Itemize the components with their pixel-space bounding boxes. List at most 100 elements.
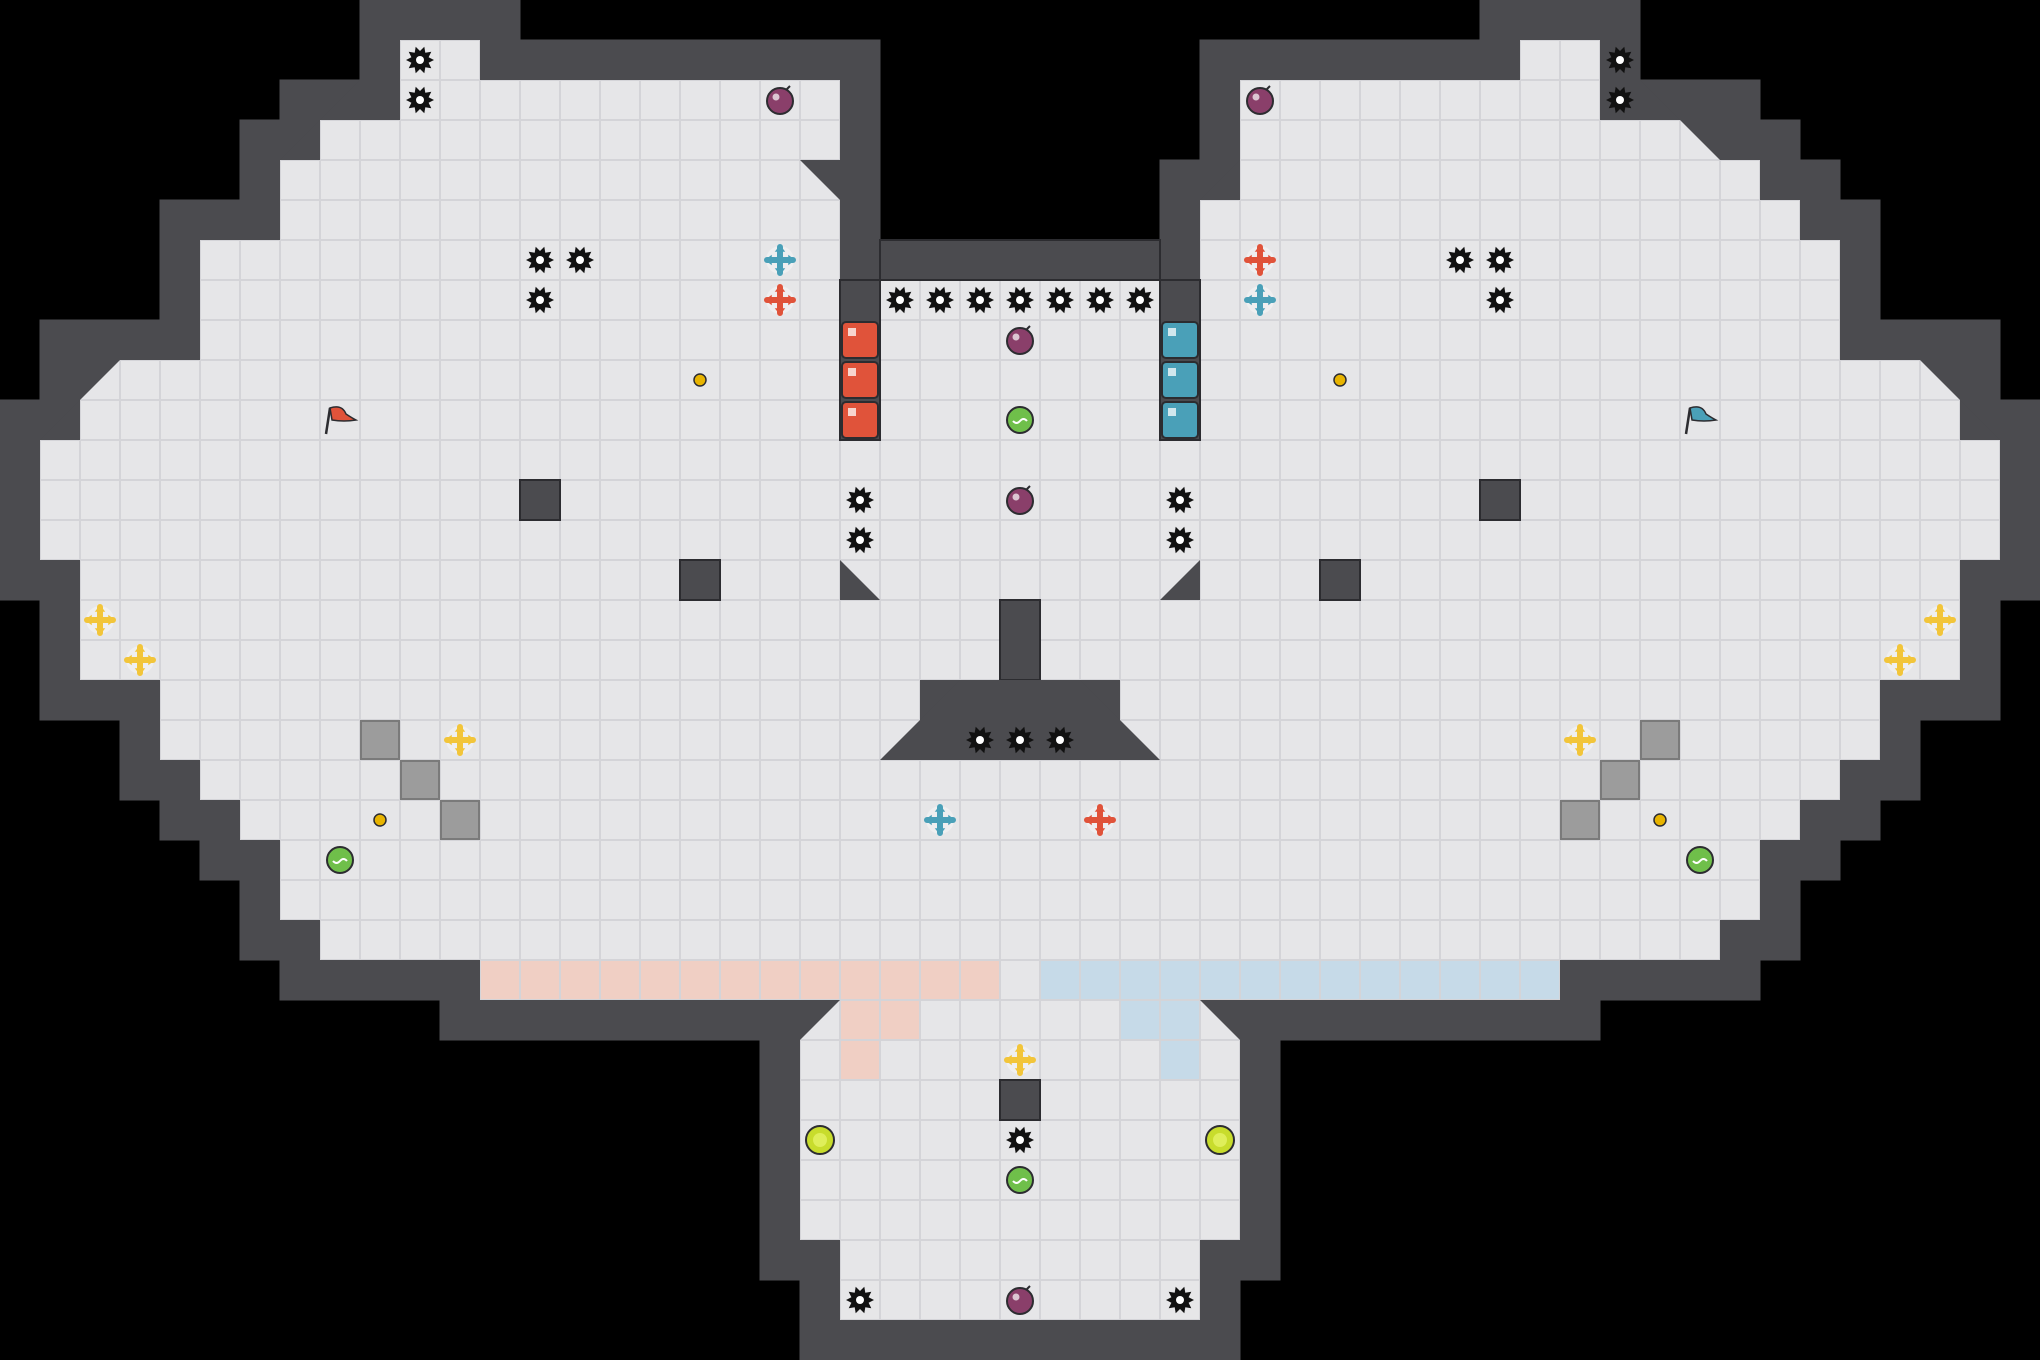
bomb-icon[interactable] xyxy=(1006,1285,1034,1315)
blue-boost-icon-arrow xyxy=(934,805,946,812)
grid-cell xyxy=(1760,760,1800,800)
grid-cell xyxy=(1360,360,1400,400)
blue-boost-icon-arrow xyxy=(934,828,946,835)
wall-tile xyxy=(1959,599,2001,641)
blue-boost-icon[interactable] xyxy=(1244,284,1276,316)
grid-cell xyxy=(1760,240,1800,280)
grid-cell xyxy=(1120,1280,1160,1320)
wall-tile xyxy=(239,839,281,881)
floor-tile xyxy=(1440,280,1480,320)
boost-icon[interactable] xyxy=(1884,644,1916,676)
grid-cell xyxy=(1200,960,1240,1000)
powerup-icon[interactable] xyxy=(1006,406,1034,434)
grid-cell xyxy=(1600,720,1640,760)
grid-cell xyxy=(800,720,840,760)
grid-cell xyxy=(760,120,800,160)
floor-tile xyxy=(1280,920,1320,960)
floor-tile xyxy=(1560,80,1600,120)
portal-icon[interactable] xyxy=(1205,1125,1235,1155)
grid-cell xyxy=(1680,160,1720,200)
grid-cell xyxy=(1520,40,1560,80)
grid-cell xyxy=(1120,640,1160,680)
floor-tile xyxy=(1640,640,1680,680)
grid-cell xyxy=(1200,1200,1240,1240)
powerup-icon[interactable] xyxy=(1686,846,1714,874)
bomb-icon[interactable] xyxy=(1006,485,1034,515)
floor-tile xyxy=(1640,400,1680,440)
floor-tile xyxy=(1560,200,1600,240)
grid-cell xyxy=(160,400,200,440)
floor-tile xyxy=(280,720,320,760)
blue-boost-icon[interactable] xyxy=(764,244,796,276)
wall-tile xyxy=(159,279,201,321)
floor-tile xyxy=(1640,200,1680,240)
floor-tile xyxy=(560,320,600,360)
floor-tile xyxy=(1320,720,1360,760)
floor-tile xyxy=(1120,480,1160,520)
button-icon[interactable] xyxy=(373,813,387,827)
blue-boost-icon[interactable] xyxy=(924,804,956,836)
floor-tile xyxy=(800,720,840,760)
grid-cell xyxy=(1800,600,1840,640)
floor-tile xyxy=(1360,720,1400,760)
grid-cell xyxy=(520,680,560,720)
boost-icon[interactable] xyxy=(444,724,476,756)
floor-tile xyxy=(1480,120,1520,160)
boost-icon[interactable] xyxy=(124,644,156,676)
bomb-icon[interactable] xyxy=(766,85,794,115)
bomb-icon[interactable] xyxy=(1246,85,1274,115)
floor-tile xyxy=(960,840,1000,880)
floor-tile xyxy=(200,600,240,640)
floor-layer xyxy=(40,40,2000,1320)
floor-tile xyxy=(1320,480,1360,520)
boost-icon[interactable] xyxy=(84,604,116,636)
floor-tile xyxy=(1440,760,1480,800)
portal-icon[interactable] xyxy=(805,1125,835,1155)
red-boost-icon[interactable] xyxy=(1084,804,1116,836)
floor-tile xyxy=(760,800,800,840)
grid-cell xyxy=(880,1280,920,1320)
floor-tile xyxy=(1760,400,1800,440)
boost-icon[interactable] xyxy=(1924,604,1956,636)
boost-icon-arrow xyxy=(1948,614,1955,626)
boost-icon[interactable] xyxy=(1564,724,1596,756)
red-flag-icon[interactable] xyxy=(324,406,359,435)
grid-cell xyxy=(1040,1280,1080,1320)
button-icon[interactable] xyxy=(693,373,707,387)
grid-cell xyxy=(1040,400,1080,440)
grid-cell xyxy=(840,1040,880,1080)
bomb-icon[interactable] xyxy=(1006,325,1034,355)
powerup-icon[interactable] xyxy=(1006,1166,1034,1194)
floor-tile xyxy=(1280,720,1320,760)
bomb-body xyxy=(1006,1287,1034,1315)
floor-tile xyxy=(1280,760,1320,800)
red-boost-icon[interactable] xyxy=(1244,244,1276,276)
floor-tile xyxy=(1680,880,1720,920)
wall-tile xyxy=(1879,679,1921,721)
grid-cell xyxy=(600,880,640,920)
floor-tile xyxy=(560,920,600,960)
floor-tile xyxy=(1280,600,1320,640)
grid-cell xyxy=(280,400,320,440)
grid-cell xyxy=(1720,880,1760,920)
spike-icon xyxy=(1166,526,1194,554)
spike-center xyxy=(536,296,544,304)
blue-flag-icon[interactable] xyxy=(1684,406,1719,435)
grid-cell xyxy=(1640,880,1680,920)
floor-tile xyxy=(1560,920,1600,960)
floor-tile xyxy=(1840,680,1880,720)
grid-cell xyxy=(280,880,320,920)
button-icon[interactable] xyxy=(1333,373,1347,387)
floor-tile xyxy=(1480,680,1520,720)
grid-cell xyxy=(280,680,320,720)
button-icon[interactable] xyxy=(1653,813,1667,827)
grid-cell xyxy=(640,320,680,360)
powerup-icon[interactable] xyxy=(326,846,354,874)
boost-icon[interactable] xyxy=(1004,1044,1036,1076)
floor-tile xyxy=(1440,160,1480,200)
floor-tile xyxy=(1360,640,1400,680)
wall-block xyxy=(999,599,1041,681)
red-boost-icon[interactable] xyxy=(764,284,796,316)
grid-cell xyxy=(1280,200,1320,240)
